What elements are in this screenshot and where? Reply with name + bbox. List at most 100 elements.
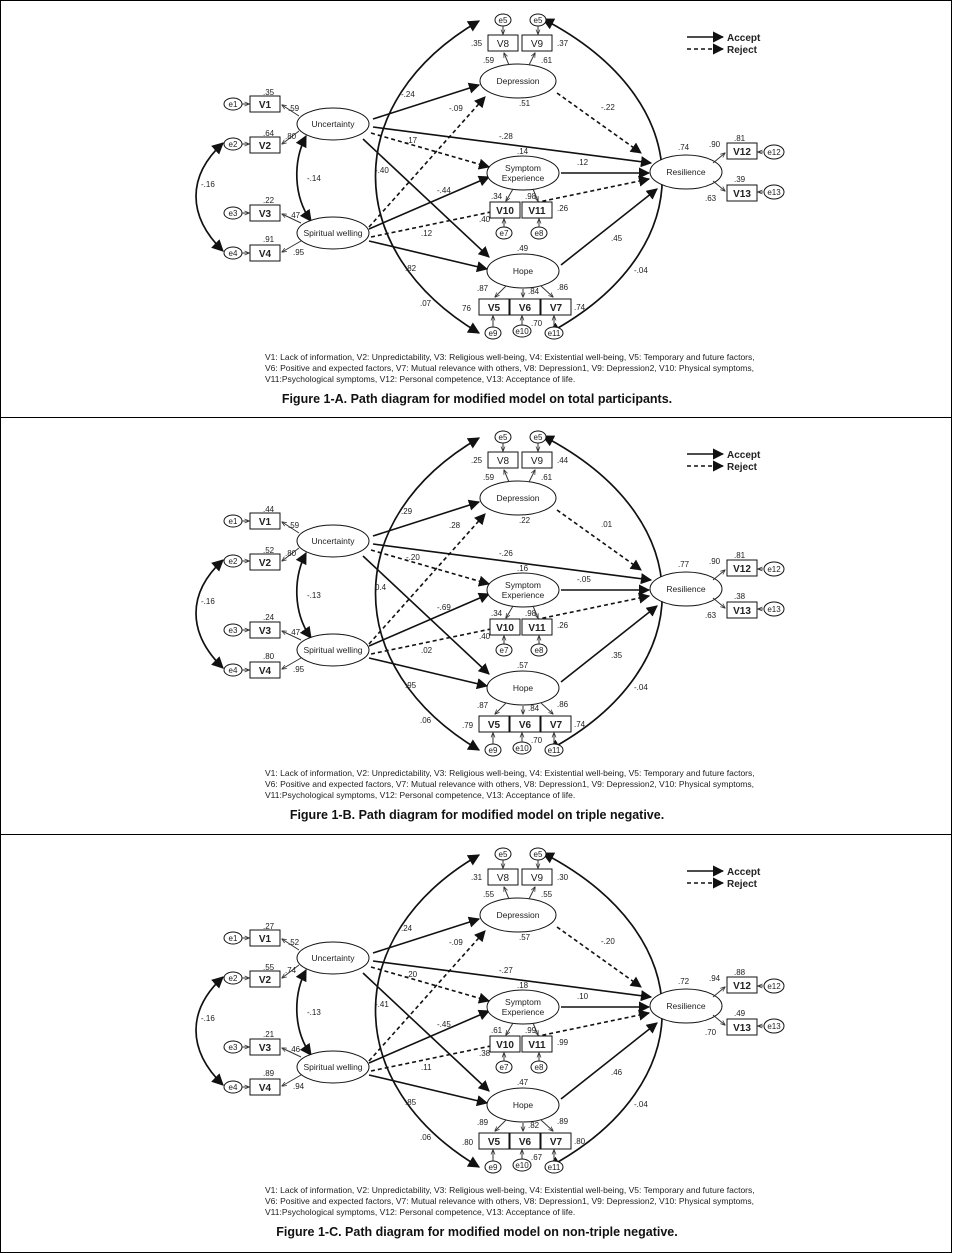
legend-accept-label: Accept — [727, 450, 761, 461]
svg-text:V11: V11 — [528, 623, 546, 634]
legend-accept-label: Accept — [727, 33, 761, 44]
label-path-hope-res: .46 — [611, 1068, 623, 1077]
figure-title: Figure 1-C. Path diagram for modified mo… — [276, 1225, 678, 1239]
label-v8-load: .55 — [483, 890, 495, 899]
svg-text:V12: V12 — [733, 981, 751, 992]
svg-text:e13: e13 — [767, 605, 781, 614]
cov-unc-spi — [295, 551, 312, 639]
cov-unc-spi — [295, 134, 312, 222]
svg-text:Uncertainty: Uncertainty — [312, 953, 356, 963]
label-path-unc-res: -.26 — [499, 549, 513, 558]
label-path-unc-hope: 0.4 — [375, 583, 387, 592]
svg-text:e2: e2 — [229, 140, 238, 149]
panel-figure-1b: Accept Reject V1 V2 — [0, 417, 952, 835]
path-hope-res — [560, 188, 658, 266]
label-v8-r2: .31 — [471, 873, 483, 882]
label-v10-load: .34 — [491, 609, 503, 618]
label-path-unc-res: -.28 — [499, 132, 513, 141]
svg-text:V8: V8 — [497, 873, 510, 884]
label-v5-load: .87 — [477, 701, 489, 710]
svg-text:e13: e13 — [767, 1022, 781, 1031]
indicator-v11: V11 — [521, 201, 553, 219]
svg-text:V6: V6 — [519, 1137, 532, 1148]
indicator-v10: V10 — [489, 201, 521, 219]
indicator-v6: V6 — [509, 715, 541, 733]
error-e1: e1 — [223, 97, 243, 111]
legend-reject-label: Reject — [727, 45, 758, 56]
latent-symptom-experience: Symptom Experience — [486, 572, 560, 608]
indicator-v7: V7 — [540, 1132, 572, 1150]
svg-text:V9: V9 — [531, 39, 544, 50]
label-path-unc-sym: .17 — [406, 136, 418, 145]
error-e7: e7 — [495, 226, 513, 240]
label-cov-e1-e4: -.16 — [201, 1014, 215, 1023]
label-v13-r2: .49 — [734, 1009, 746, 1018]
legend: Accept Reject — [687, 31, 761, 56]
error-e9: e9 — [484, 326, 502, 340]
label-v10-load: .34 — [491, 192, 503, 201]
label-cov-e1-e4: -.16 — [201, 597, 215, 606]
label-path-unc-dep: .24 — [401, 924, 413, 933]
label-v6-r2: .67 — [531, 1153, 543, 1162]
svg-text:e5: e5 — [499, 850, 508, 859]
label-v11-r2: .99 — [557, 1038, 569, 1047]
label-dep-r2: .51 — [519, 99, 531, 108]
label-v11-load: .98 — [525, 609, 537, 618]
svg-text:V11: V11 — [528, 206, 546, 217]
legend-reject-label: Reject — [727, 879, 758, 890]
svg-text:e4: e4 — [229, 1083, 238, 1092]
label-path-unc-sym: .20 — [406, 970, 418, 979]
path-unc-dep — [372, 82, 481, 120]
svg-text:V7: V7 — [550, 1137, 563, 1148]
cov-unc-spi — [295, 968, 312, 1056]
label-v4-r2: .89 — [263, 1069, 275, 1078]
svg-text:Uncertainty: Uncertainty — [312, 536, 356, 546]
label-path-dep-res: -.22 — [601, 103, 615, 112]
error-e3: e3 — [223, 1040, 243, 1054]
label-v10-r2: .38 — [479, 1049, 491, 1058]
label-path-unc-dep: -.24 — [401, 90, 415, 99]
latent-depression: Depression — [479, 897, 557, 933]
error-e2: e2 — [223, 971, 243, 985]
label-v8-r2: .35 — [471, 39, 483, 48]
svg-text:V5: V5 — [488, 720, 501, 731]
label-v2-r2: .52 — [263, 546, 275, 555]
error-e3: e3 — [223, 206, 243, 220]
label-v9-r2: .30 — [557, 873, 569, 882]
error-e11: e11 — [544, 1160, 564, 1174]
label-cov-arc-right: -.04 — [634, 1100, 648, 1109]
label-v11-load: .98 — [525, 192, 537, 201]
label-v4-r2: .91 — [263, 235, 275, 244]
label-v10-load: .61 — [491, 1026, 503, 1035]
label-v3-load: .46 — [289, 1045, 301, 1054]
error-e7: e7 — [495, 643, 513, 657]
svg-text:Hope: Hope — [513, 1100, 534, 1110]
error-e11: e11 — [544, 326, 564, 340]
path-unc-sym — [370, 132, 491, 170]
svg-text:e3: e3 — [229, 1043, 238, 1052]
label-path-spi-hope: .82 — [405, 264, 417, 273]
svg-text:e1: e1 — [229, 934, 238, 943]
svg-text:e2: e2 — [229, 974, 238, 983]
svg-text:Hope: Hope — [513, 683, 534, 693]
path-unc-dep — [372, 499, 481, 537]
label-v5-r2: .80 — [462, 1138, 474, 1147]
label-v2-load: .74 — [285, 966, 297, 975]
label-v6-r2: .70 — [531, 319, 543, 328]
latent-resilience: Resilience — [649, 571, 723, 607]
svg-text:V2: V2 — [259, 141, 272, 152]
svg-text:V3: V3 — [259, 1043, 272, 1054]
svg-text:Spiritual welling: Spiritual welling — [303, 645, 362, 655]
label-sym-r2: .18 — [517, 981, 529, 990]
path-unc-dep — [372, 916, 481, 954]
latent-uncertainty: Uncertainty — [296, 524, 370, 558]
path-unc-hope — [362, 555, 490, 675]
svg-text:e3: e3 — [229, 626, 238, 635]
svg-text:Uncertainty: Uncertainty — [312, 119, 356, 129]
path-dep-res — [556, 926, 642, 988]
indicator-v3: V3 — [249, 621, 281, 639]
error-e8: e8 — [530, 1060, 548, 1074]
path-diagram: Accept Reject V1 V2 — [195, 13, 785, 340]
svg-text:e5: e5 — [534, 433, 543, 442]
label-v1-r2: .35 — [263, 88, 275, 97]
